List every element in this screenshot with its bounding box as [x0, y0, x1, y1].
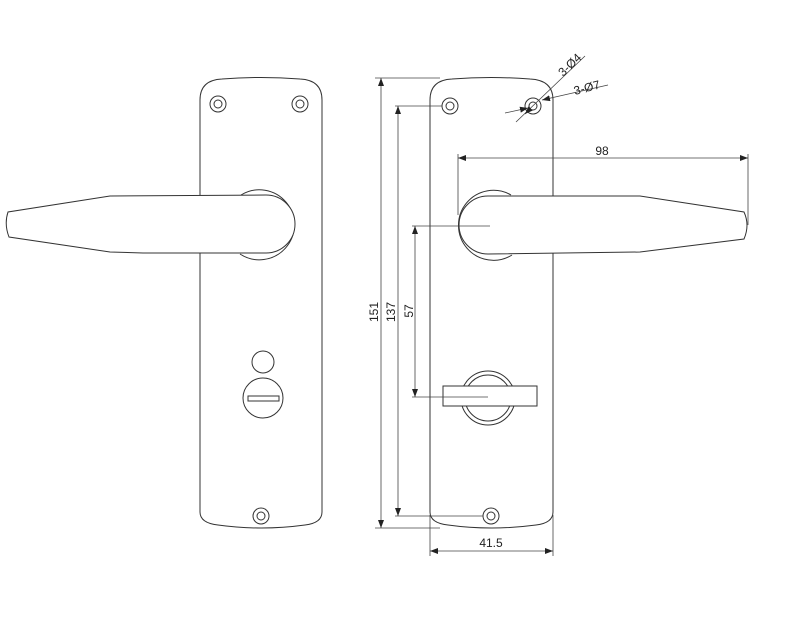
dimension-98: 98 [457, 144, 749, 225]
screw-hole-top-right [524, 97, 542, 115]
dimension-151: 151 [367, 77, 440, 529]
turn-lever [442, 385, 538, 407]
dimension-137: 137 [384, 105, 483, 517]
screw-hole-bottom [252, 507, 270, 525]
lever-handle [5, 194, 296, 254]
screw-hole-bottom [482, 507, 500, 525]
hole-callout-large: 3-Ø7 [504, 77, 609, 114]
backplate-outline [199, 77, 323, 529]
hole-label: 3-Ø7 [572, 77, 602, 98]
screw-hole-top-left [441, 97, 459, 115]
dimension-41-5: 41.5 [429, 515, 554, 556]
screw-hole-top-left [209, 95, 227, 113]
privacy-turn-rose [242, 377, 284, 419]
dimension-label: 151 [367, 302, 381, 322]
screw-hole-top-right [291, 95, 309, 113]
lever-handle [458, 195, 748, 255]
dimension-label: 98 [595, 144, 609, 158]
dimension-label: 41.5 [479, 536, 503, 550]
right-view [429, 77, 748, 529]
left-view [5, 77, 323, 529]
indicator-circle [251, 350, 275, 374]
hole-label: 3-Ø4 [555, 50, 584, 79]
dimension-label: 57 [402, 304, 416, 318]
backplate-outline [429, 77, 554, 529]
dimension-57: 57 [402, 225, 490, 398]
dimension-label: 137 [384, 302, 398, 322]
privacy-slot [247, 395, 280, 402]
